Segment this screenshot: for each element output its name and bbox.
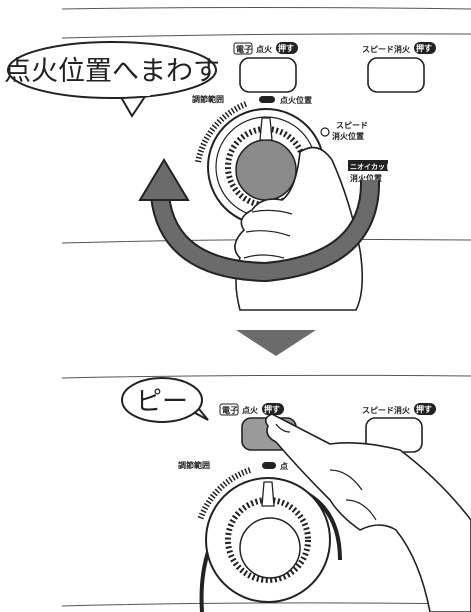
- ignite-label: 点火: [256, 44, 273, 54]
- range-ticks: [195, 101, 248, 163]
- speech-bubble-1: 点火位置へまわす: [4, 41, 220, 118]
- knob-face-2[interactable]: [239, 517, 301, 579]
- speed-push-label: 押す: [416, 43, 432, 53]
- rotate-arrow-icon: [138, 158, 381, 283]
- denshi-badge: [233, 42, 253, 55]
- ignition-position-label: 点火位置: [280, 95, 312, 105]
- ignition-label-partial: 点: [280, 461, 288, 471]
- down-arrow-icon: [236, 330, 316, 356]
- range-label: 調節範囲: [192, 94, 224, 104]
- odorcut-line: 消火位置: [350, 173, 382, 183]
- ignition-position-marker: [259, 96, 275, 103]
- bubble-joint: [118, 88, 150, 96]
- speed-label: スピード消火: [362, 44, 411, 54]
- range-label-2: 調節範囲: [178, 460, 210, 470]
- bubble-body: [7, 41, 217, 99]
- speed-pos-line2: 消火位置: [332, 131, 364, 141]
- range-ticks-2: [197, 467, 252, 522]
- push-badge-2: [262, 403, 284, 415]
- speed-label-2: スピード消火: [362, 405, 411, 415]
- push-label-2: 押す: [264, 404, 280, 414]
- speed-button-group: スピード消火 押す: [362, 42, 436, 93]
- beep-text: ピー: [136, 387, 188, 417]
- ignition-marker-2: [262, 462, 276, 469]
- ignite-button-group: 電子 点火 押す: [233, 42, 298, 93]
- pointing-finger-icon: [264, 413, 471, 612]
- speech-bubble-2: ピー: [121, 377, 209, 423]
- denshi-label: 電子: [236, 44, 252, 54]
- speed-button-group-2: スピード消火 押す: [362, 403, 436, 453]
- panel-step2: 電子 点火 押す スピード消火 押す ピー 調節範囲 点: [61, 374, 471, 612]
- panel2-bottom-edge: [61, 602, 471, 607]
- odorcut-tag: ニオイカット: [350, 163, 392, 171]
- panel-step1: 電子 点火 押す スピード消火 押す 点火位置へまわす 調節範囲 点火位置 ス: [4, 7, 471, 311]
- denshi-label-2: 電子: [222, 405, 238, 415]
- denshi-badge-2: [219, 403, 239, 416]
- odorcut-badge: [348, 160, 388, 171]
- speed-push-label-2: 押す: [416, 404, 432, 414]
- push-badge: [276, 42, 298, 54]
- speed-position-dot: [320, 127, 330, 137]
- panel-inner-edge: [61, 33, 471, 39]
- ignite-button[interactable]: [239, 57, 297, 93]
- knob-face[interactable]: [235, 139, 297, 201]
- panel-top-edge: [61, 7, 471, 10]
- speed-push-badge: [414, 42, 436, 54]
- ignite-label-2: 点火: [242, 405, 259, 415]
- knob-pointer-2: [261, 481, 275, 507]
- speed-extinguish-button[interactable]: [367, 57, 425, 93]
- callout-text: 点火位置へまわす: [4, 56, 220, 87]
- knob-pointer: [259, 117, 273, 141]
- speed-pos-line1: スピード: [336, 120, 368, 130]
- push-label: 押す: [278, 43, 294, 53]
- bubble2-body: [121, 377, 203, 423]
- speed-push-badge-2: [414, 403, 436, 415]
- panel2-top-edge: [61, 374, 471, 379]
